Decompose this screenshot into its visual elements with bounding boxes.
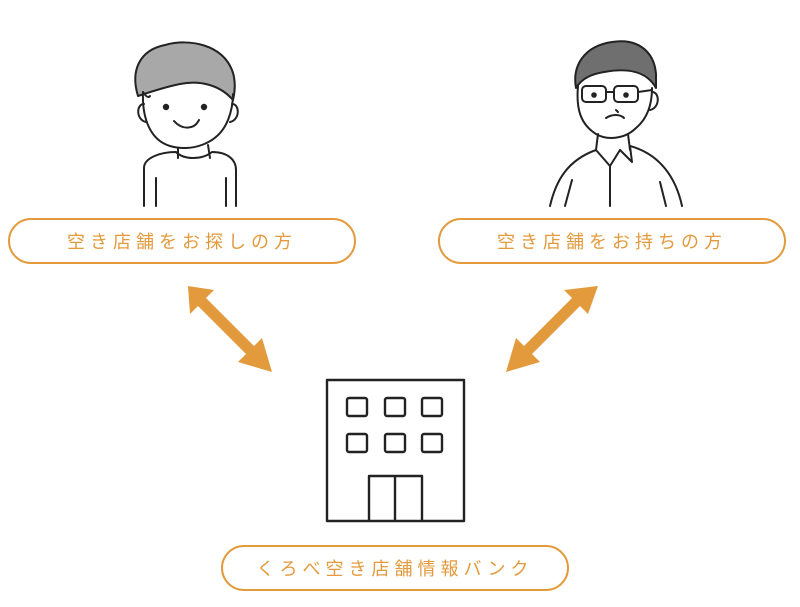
seeker-label: 空き店舗をお探しの方 <box>8 218 356 264</box>
double-arrow-icon <box>188 286 598 372</box>
bank-label: くろべ空き店舗情報バンク <box>221 545 569 591</box>
owner-label: 空き店舗をお持ちの方 <box>438 218 786 264</box>
older-person-icon <box>549 40 683 207</box>
young-person-icon <box>134 41 239 207</box>
building-icon <box>325 378 466 523</box>
